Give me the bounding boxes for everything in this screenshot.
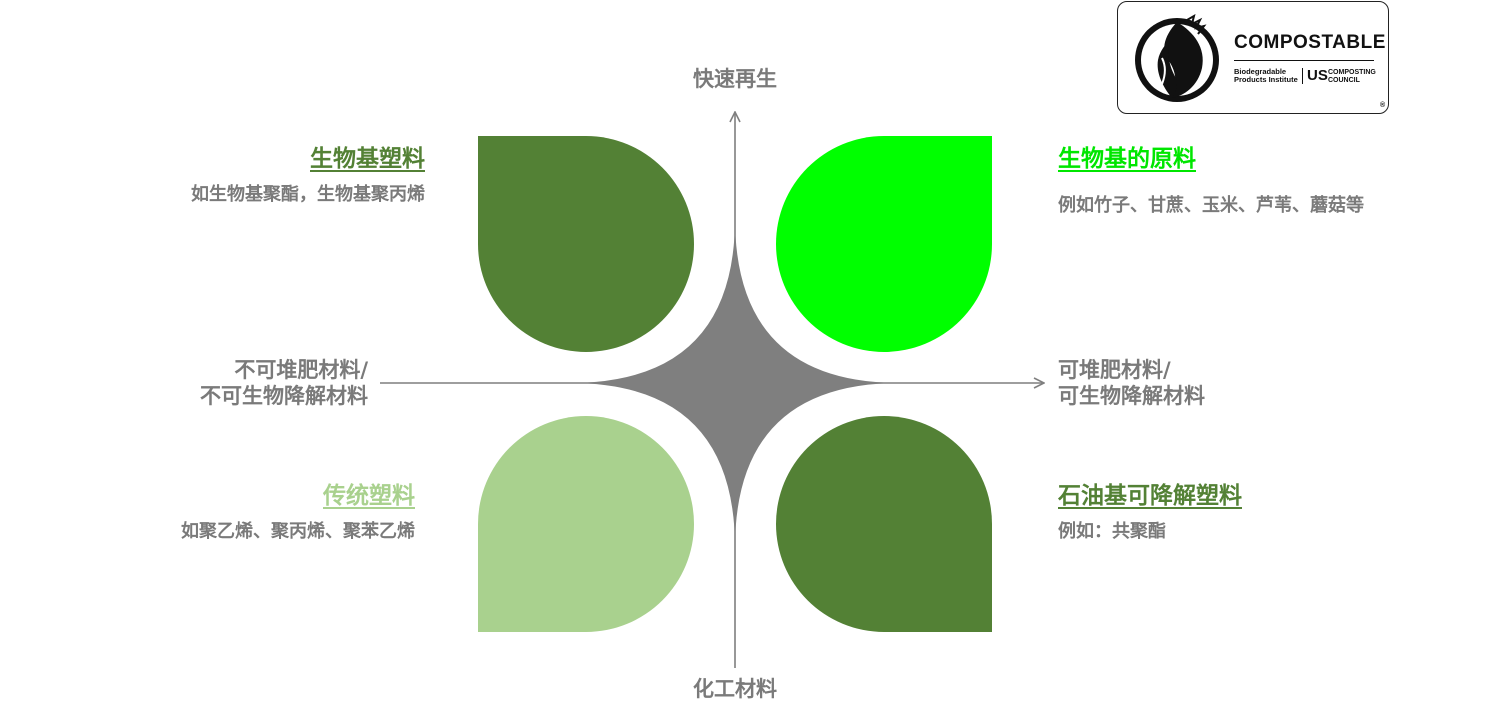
quadrant-title-bottom-right: 石油基可降解塑料 — [1058, 483, 1242, 509]
petal-top-right — [776, 136, 992, 352]
logo-bpi-line1: Biodegradable — [1234, 67, 1287, 76]
axis-label-top: 快速再生 — [693, 67, 777, 91]
logo-council-text: COMPOSTING COUNCIL — [1328, 69, 1376, 84]
petal-bottom-left — [478, 416, 694, 632]
logo-registered-mark: ® — [1380, 102, 1386, 109]
logo-council-line2: COUNCIL — [1328, 76, 1360, 84]
axis-label-left-line1: 不可堆肥材料/ — [234, 358, 368, 382]
quadrant-title-top-left: 生物基塑料 — [310, 146, 425, 172]
quadrant-desc-bottom-left: 如聚乙烯、聚丙烯、聚苯乙烯 — [181, 521, 415, 542]
compostable-leaf-icon — [1135, 14, 1219, 102]
quadrant-title-top-right: 生物基的原料 — [1058, 146, 1196, 172]
logo-rule — [1234, 60, 1374, 61]
axis-label-right-line2: 可生物降解材料 — [1058, 384, 1205, 408]
axis-label-left: 不可堆肥材料/ 不可生物降解材料 — [150, 357, 368, 409]
logo-divider — [1302, 68, 1303, 84]
compostable-logo: COMPOSTABLE Biodegradable Products Insti… — [1117, 1, 1389, 114]
petal-bottom-right — [776, 416, 992, 632]
logo-council-line1: COMPOSTING — [1328, 69, 1376, 76]
quadrant-desc-top-left: 如生物基聚酯，生物基聚丙烯 — [191, 184, 425, 205]
logo-us-text: US — [1307, 67, 1328, 84]
center-star — [570, 218, 900, 548]
petal-top-left — [478, 136, 694, 352]
axis-label-right: 可堆肥材料/ 可生物降解材料 — [1058, 357, 1205, 409]
quadrant-desc-bottom-right: 例如：共聚酯 — [1058, 521, 1166, 542]
logo-wordmark: COMPOSTABLE — [1234, 32, 1386, 53]
logo-bpi-line2: Products Institute — [1234, 75, 1298, 84]
quadrant-title-bottom-left: 传统塑料 — [323, 483, 415, 509]
quadrant-desc-top-right: 例如竹子、甘蔗、玉米、芦苇、蘑菇等 — [1058, 195, 1364, 216]
axis-label-left-line2: 不可生物降解材料 — [200, 384, 368, 408]
axis-label-bottom: 化工材料 — [693, 677, 777, 701]
axis-label-right-line1: 可堆肥材料/ — [1058, 358, 1171, 382]
logo-bpi-text: Biodegradable Products Institute — [1234, 68, 1304, 84]
